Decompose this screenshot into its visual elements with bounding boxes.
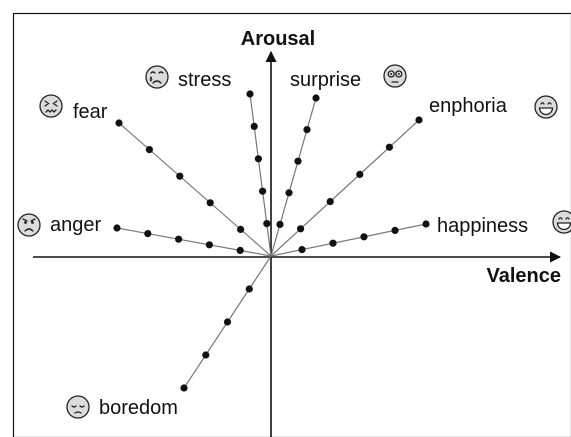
ray-dot-enphoria (415, 116, 423, 124)
ray-dot-stress (259, 187, 267, 195)
ray-dot-fear (237, 225, 245, 233)
ray-dot-enphoria (356, 170, 364, 178)
arousal-axis-title: Arousal (241, 28, 315, 50)
ray-dot-happiness (329, 239, 337, 247)
grinning-face-icon (534, 95, 558, 119)
ray-dot-fear (145, 146, 153, 154)
ray-dot-stress (263, 220, 271, 228)
ray-dot-stress (246, 90, 254, 98)
ray-dot-happiness (298, 246, 306, 254)
ray-dot-surprise (303, 126, 311, 134)
diagram-frame (12, 12, 571, 437)
ray-dot-surprise (276, 220, 284, 228)
emotion-label-happiness: happiness (437, 215, 528, 237)
emotion-label-enphoria: enphoria (429, 95, 508, 117)
ray-dot-surprise (312, 94, 320, 102)
ray-dot-enphoria (297, 225, 305, 233)
ray-dot-boredom (245, 285, 253, 293)
ray-dot-enphoria (326, 198, 334, 206)
grinning-face-icon (552, 210, 571, 234)
ray-dot-enphoria (385, 143, 393, 151)
emotion-label-fear: fear (73, 101, 108, 123)
ray-fear (118, 122, 272, 257)
ray-dot-stress (254, 155, 262, 163)
dizzy-eyes-face-icon (383, 64, 407, 88)
ray-enphoria (270, 119, 420, 257)
ray-stress (249, 93, 272, 257)
ray-dot-anger (236, 246, 244, 254)
ray-happiness (270, 223, 427, 257)
emotion-label-surprise: surprise (290, 69, 361, 91)
ray-dot-anger (144, 230, 152, 238)
ray-dot-surprise (294, 157, 302, 165)
emotion-rays (113, 90, 430, 392)
ray-dot-fear (176, 172, 184, 180)
ray-dot-anger (205, 241, 213, 249)
emotion-label-anger: anger (50, 214, 101, 236)
emotion-label-boredom: boredom (99, 397, 178, 419)
angry-face-icon (17, 213, 41, 237)
crying-face-icon (145, 65, 169, 89)
ray-dot-happiness (360, 233, 368, 241)
ray-dot-boredom (180, 384, 188, 392)
confounded-face-icon (39, 94, 63, 118)
ray-dot-fear (115, 119, 123, 127)
ray-dot-boredom (202, 351, 210, 359)
ray-dot-fear (206, 199, 214, 207)
emotion-label-stress: stress (178, 69, 231, 91)
ray-dot-surprise (285, 189, 293, 197)
ray-dot-happiness (422, 220, 430, 228)
pensive-face-icon (66, 395, 90, 419)
emotion-icons (17, 64, 571, 419)
ray-dot-happiness (391, 226, 399, 234)
ray-surprise (270, 97, 317, 257)
ray-dot-anger (113, 224, 121, 232)
ray-anger (116, 227, 272, 257)
valence-axis-title: Valence (486, 265, 561, 287)
ray-dot-stress (250, 122, 258, 130)
ray-dot-anger (175, 235, 183, 243)
ray-dot-boredom (223, 318, 232, 326)
